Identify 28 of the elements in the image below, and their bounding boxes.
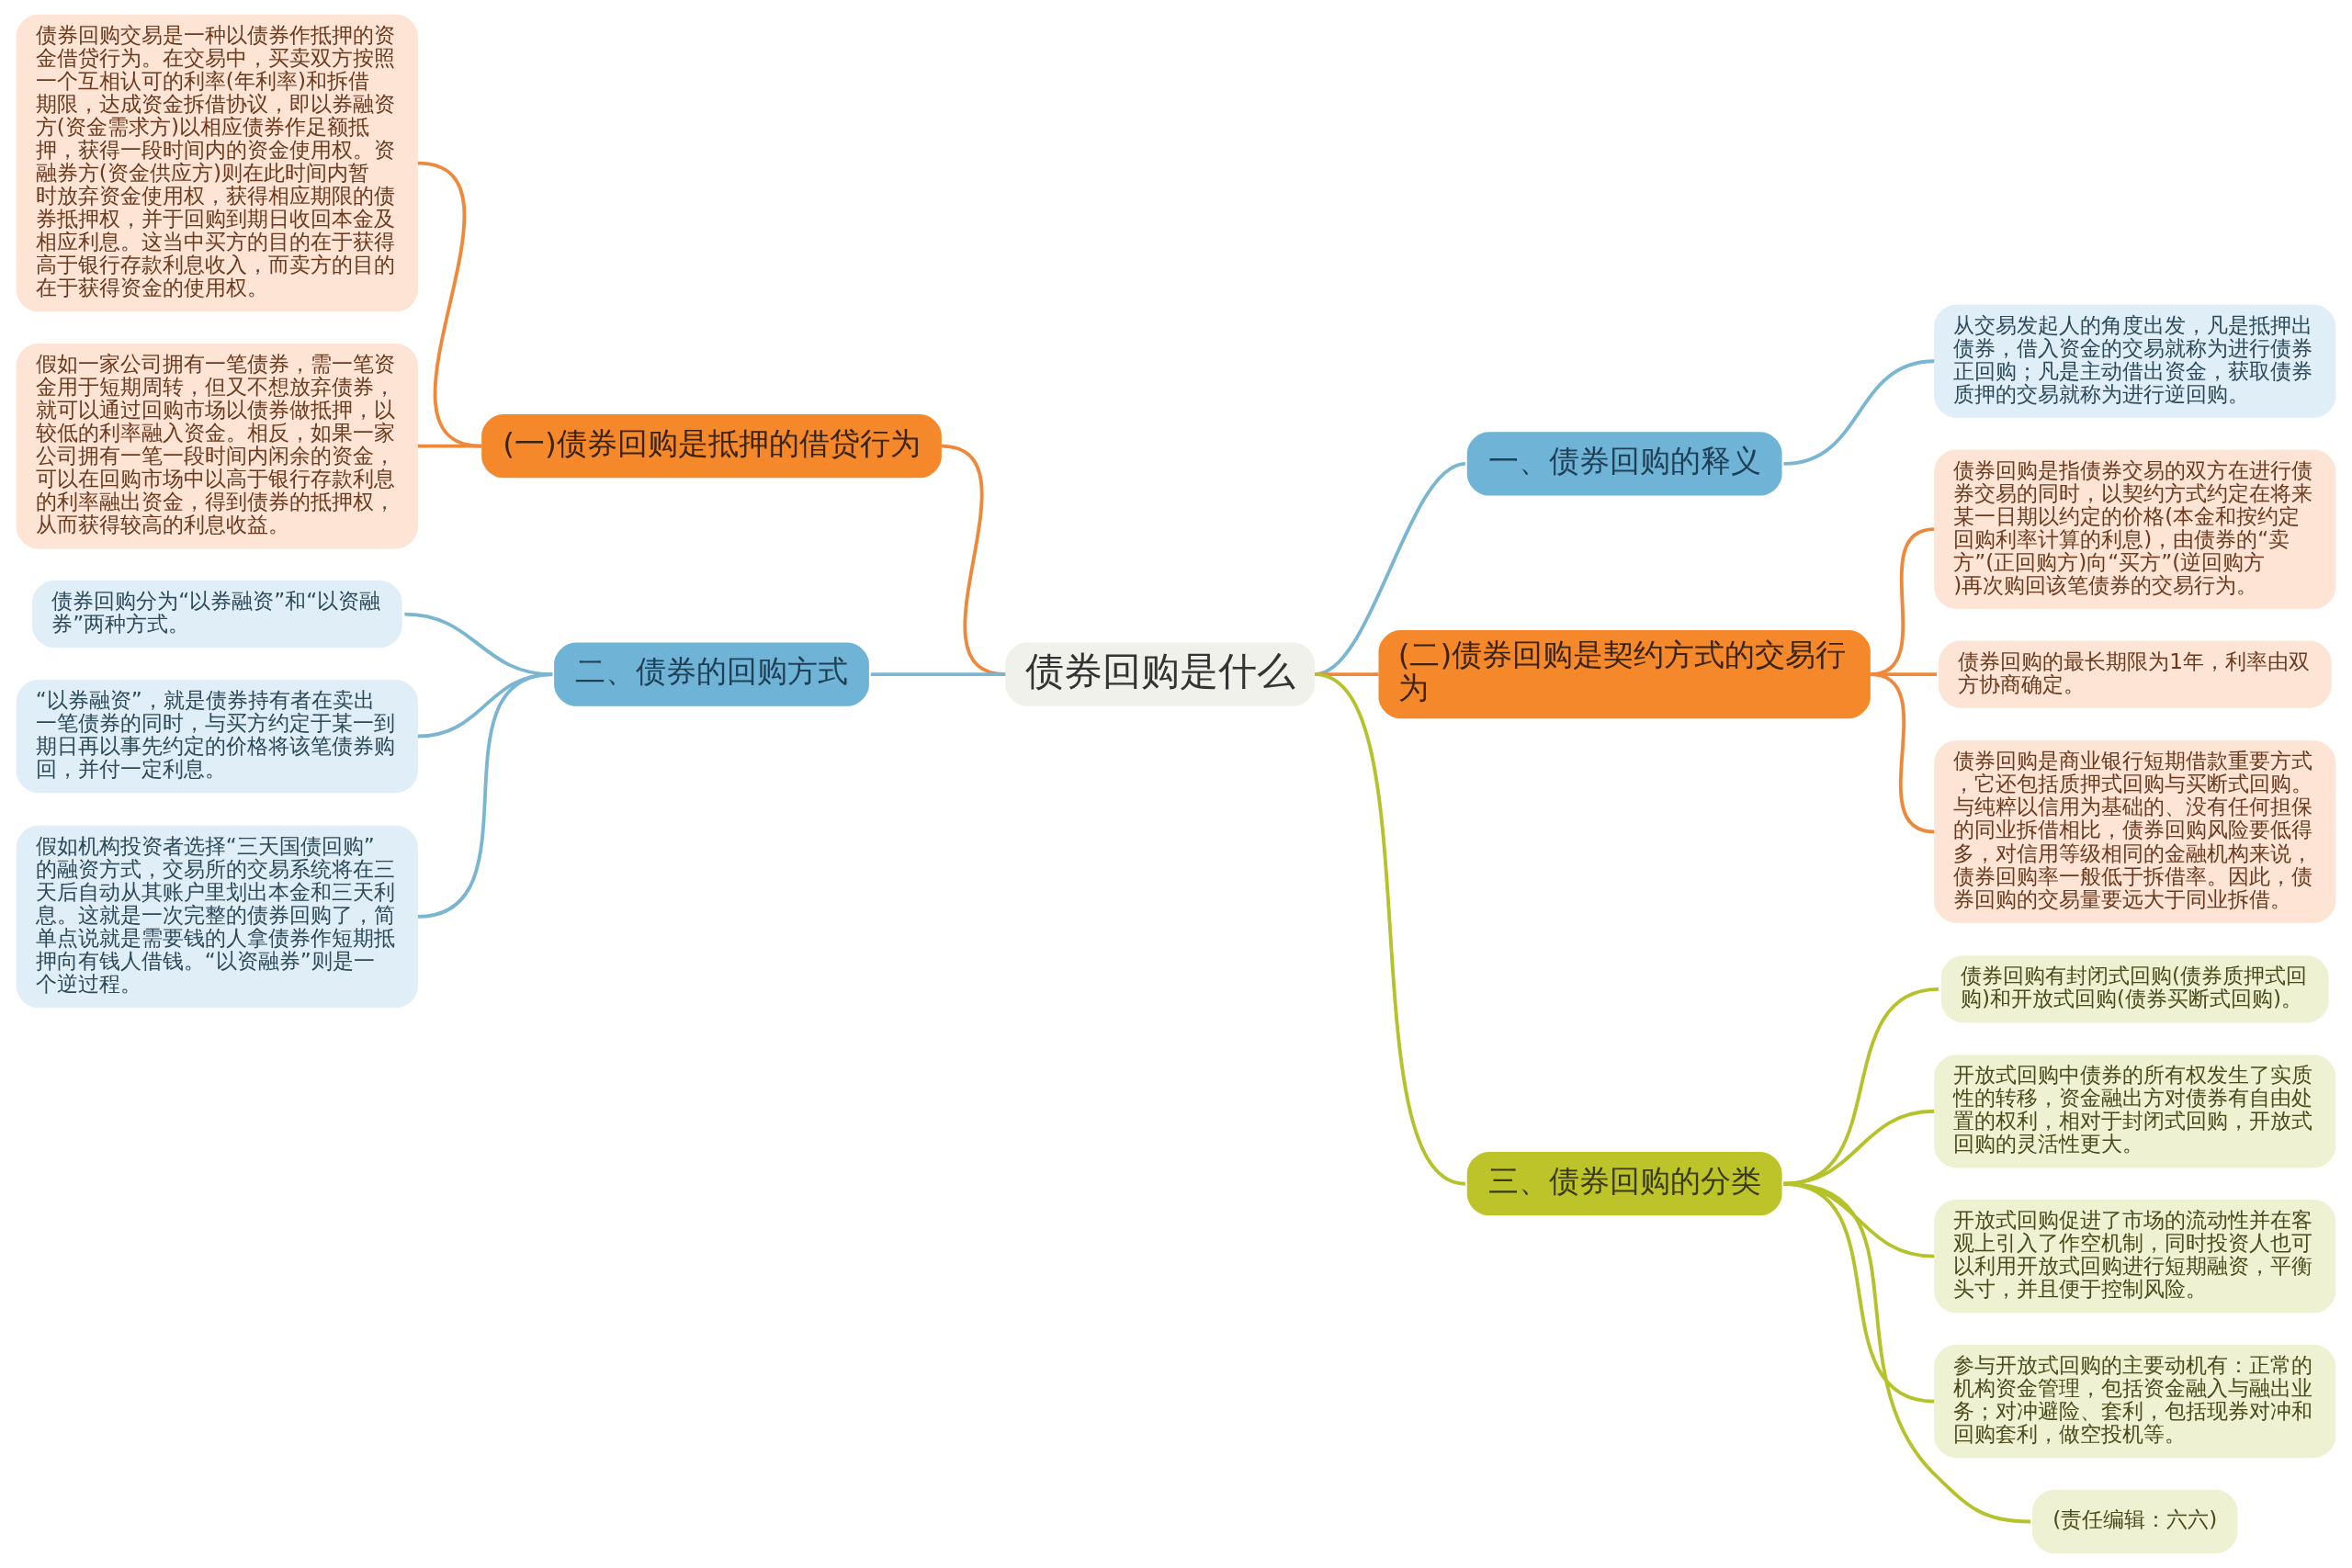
connector [870, 672, 1006, 677]
node-box: 参与开放式回购的主要动机有：正常的机构资金管理，包括资金融入与融出业务；对冲避险、套利，包括现券对冲和回购套利，做空投机等。 [1934, 1344, 2336, 1459]
node-box: 债券回购是指债券交易的双方在进行债券交易的同时，以契约方式约定在将来某一日期以约定的价格(本金和按约定回购利率计算的利息)，由债券的“卖方”(正回购方)向“买方”(逆回购方)再次购回该笔债券的交易行为。 [1934, 449, 2336, 609]
connector [417, 672, 553, 919]
connector [417, 444, 482, 448]
node-box: (一)债券回购是抵押的借贷行为 [481, 414, 942, 479]
node-box: 开放式回购中债券的所有权发生了实质性的转移，资金融出方对债券有自由处置的权利，相对于封闭式回购，开放式回购的灵活性更大。 [1934, 1055, 2336, 1168]
node-box: 一、债券回购的释义 [1466, 432, 1782, 496]
node-box: 三、债券回购的分类 [1466, 1152, 1782, 1216]
node-box: 假如一家公司拥有一笔债券，需一笔资金用于短期周转，但又不想放弃债券，就可以通过回购市场以债券做抵押，以较低的利率融入资金。相反，如果一家公司拥有一笔一段时间内闲余的资金，可以在回购市场中以高于银行存款利息的利率融出资金，得到债券的抵押权，从而获得较高的利息收益。 [16, 344, 418, 549]
node-box: 二、债券的回购方式 [554, 642, 869, 706]
connector [1314, 672, 1466, 1186]
node-box: 债券回购是什么 [1005, 642, 1316, 706]
connector [1783, 1181, 2031, 1524]
connector [1870, 672, 1935, 834]
node-box: “以券融资”，就是债券持有者在卖出一笔债券的同时，与买方约定于某一到期日再以事先约定的价格将该笔债券购回，并付一定利息。 [16, 679, 418, 794]
connector [417, 161, 482, 448]
node-box: (责任编辑：六六) [2032, 1489, 2238, 1554]
connector [1783, 359, 1935, 466]
node-box: 债券回购有封闭式回购(债券质押式回购)和开放式回购(债券买断式回购)。 [1940, 955, 2329, 1023]
node-box: 债券回购分为“以券融资”和“以资融券”两种方式。 [32, 581, 402, 649]
node-box: 假如机构投资者选择“三天国债回购”的融资方式，交易所的交易系统将在三天后自动从其账户里划出本金和三天利息。这就是一次完整的债券回购了，简单点说就是需要钱的人拿债券作短期抵押向有钱人借钱。“以资融券”则是一个逆过程。 [16, 825, 418, 1009]
node-box: 从交易发起人的角度出发，凡是抵押出债券，借入资金的交易就称为进行债券正回购；凡是主动借出资金，获取债券质押的交易就称为进行逆回购。 [1934, 304, 2336, 418]
node-box: 开放式回购促进了市场的流动性并在客观上引入了作空机制，同时投资人也可以利用开放式回购进行短期融资，平衡头寸，并且便于控制风险。 [1934, 1200, 2336, 1314]
node-box: 债券回购是商业银行短期借款重要方式，它还包括质押式回购与买断式回购。与纯粹以信用为基础的、没有任何担保的同业拆借相比，债券回购风险要低得多，对信用等级相同的金融机构来说，债券回购率一般低于拆借率。因此，债券回购的交易量要远大于同业拆借。 [1934, 740, 2336, 923]
node-box: 债券回购交易是一种以债券作抵押的资金借贷行为。在交易中，买卖双方按照一个互相认可的利率(年利率)和拆借期限，达成资金拆借协议，即以券融资方(资金需求方)以相应债券作足额抵押，获得一段时间内的资金使用权。资融券方(资金供应方)则在此时间内暂时放弃资金使用权，获得相应期限的债券抵押权，并于回购到期日收回本金及相应利息。这当中买方的目的在于获得高于银行存款利息收入，而卖方的目的在于获得资金的使用权。 [16, 14, 418, 312]
node-box: 债券回购的最长期限为1年，利率由双方协商确定。 [1939, 640, 2332, 708]
node-box: (二)债券回购是契约方式的交易行为 [1378, 629, 1871, 719]
